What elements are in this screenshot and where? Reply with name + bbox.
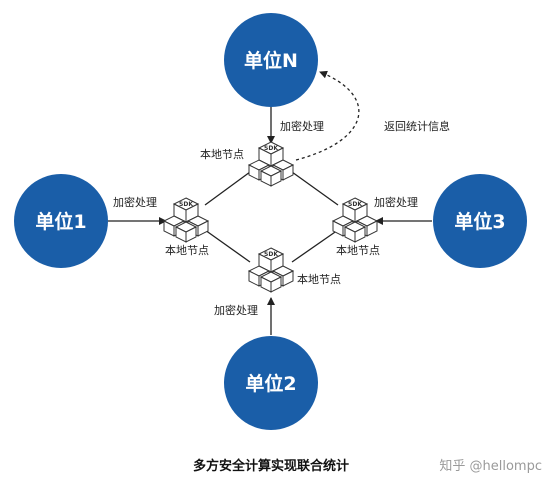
unit-2: 单位2 [224,336,318,430]
link-top-right [291,171,339,206]
local-node-label-bottom: 本地节点 [297,272,341,286]
node-right: SDK [332,197,378,243]
unit-n: 单位N [224,13,318,107]
local-node-label-top: 本地节点 [200,147,244,161]
sdk-label: SDK [264,145,278,152]
local-node-label-left: 本地节点 [165,243,209,257]
node-left: SDK [163,197,209,243]
return-stats-label: 返回统计信息 [384,119,450,133]
unit-1-label: 单位1 [35,210,86,233]
sdk-label: SDK [348,201,362,208]
encrypt-label-n: 加密处理 [280,119,324,133]
unit-3-label: 单位3 [454,210,505,233]
unit-3-circle [433,174,527,268]
local-node-label-right: 本地节点 [336,243,380,257]
link-left-bottom [204,229,251,263]
link-top-left [204,171,251,206]
encrypt-label-1: 加密处理 [113,195,157,209]
diagram-caption: 多方安全计算实现联合统计 [193,458,349,474]
link-right-bottom [291,229,339,263]
unit-n-circle [224,13,318,107]
unit-1: 单位1 [14,174,108,268]
node-top: SDK [248,141,294,187]
unit-n-label: 单位N [244,49,298,72]
return-stats-arrow [295,70,360,161]
node-connections [204,171,339,263]
sdk-label: SDK [264,251,278,258]
unit-1-circle [14,174,108,268]
encrypt-label-3: 加密处理 [374,195,418,209]
encrypt-label-2: 加密处理 [214,303,258,317]
node-bottom: SDK [248,247,294,293]
watermark: 知乎 @hellompc [439,458,542,474]
unit-2-label: 单位2 [245,372,296,395]
unit-3: 单位3 [433,174,527,268]
encrypt-arrows [108,107,432,335]
unit-2-circle [224,336,318,430]
sdk-label: SDK [179,201,193,208]
